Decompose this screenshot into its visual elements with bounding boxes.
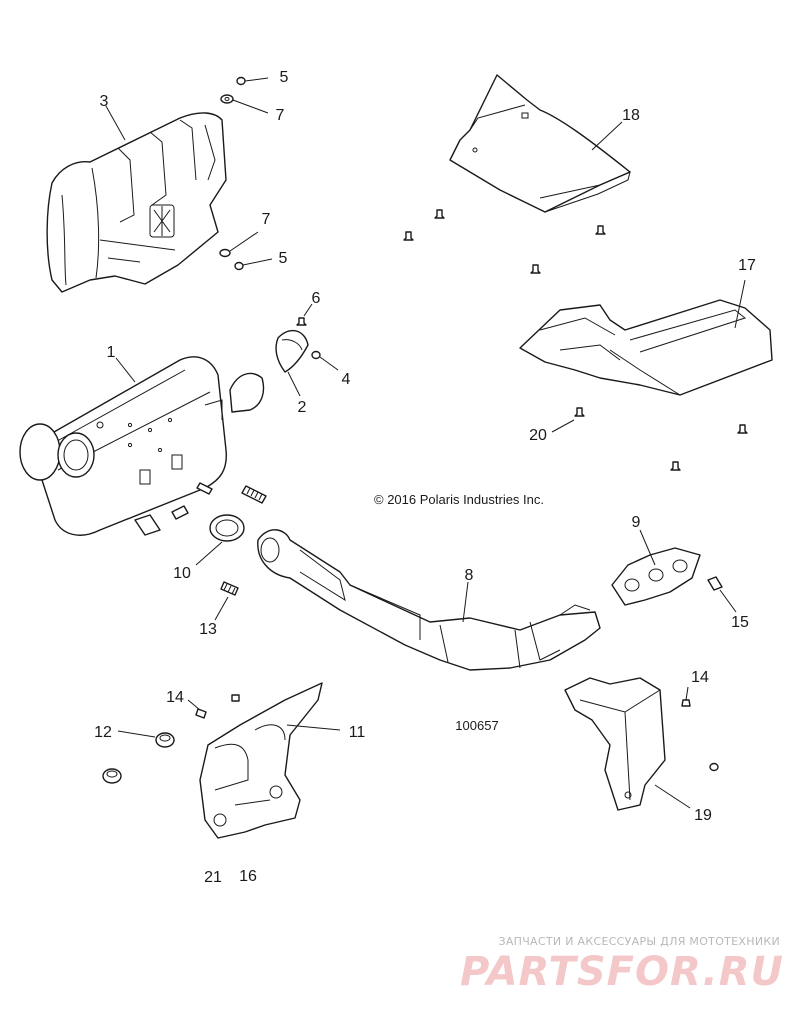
grommet-12 [117,730,175,748]
grommet-lower [102,768,122,784]
callout-21: 21 [204,869,222,886]
manifold-gasket-part-9 [611,529,701,606]
washer-7-top [220,94,269,114]
bracket-shield-part-11 [199,682,341,839]
drawing-number: 100657 [455,718,498,733]
callout-8: 8 [465,567,474,584]
callout-15: 15 [731,614,749,631]
bolt-19-lower [709,762,719,772]
bolt-5-top [236,76,269,86]
callout-1: 1 [107,344,116,361]
watermark-logo: PARTSFOR.RU [460,949,784,995]
callout-5-side: 5 [279,250,288,267]
callout-11: 11 [349,724,366,741]
copyright-notice: © 2016 Polaris Industries Inc. [374,492,544,507]
callout-19: 19 [694,807,712,824]
fastener-18-b [403,231,414,241]
spring-upper [241,485,267,504]
callout-7-top: 7 [276,107,285,124]
callout-16: 16 [239,868,257,885]
small-shield-part-2 [275,329,309,397]
callout-2: 2 [298,399,307,416]
bolt-14-right [681,686,691,707]
spring-mid [171,505,189,520]
callout-6: 6 [312,290,321,307]
bolt-14-left [187,699,207,719]
callout-9: 9 [632,514,641,531]
gasket-part-10 [195,514,245,566]
bolt-4 [311,350,339,371]
fastener-18-c [595,225,606,235]
callout-14-right: 14 [691,669,709,686]
callout-5-top: 5 [280,69,289,86]
fastener-20 [551,407,585,433]
fastener-18-d [530,264,541,274]
watermark-tagline: ЗАПЧАСТИ И АКСЕССУАРЫ ДЛЯ МОТОТЕХНИКИ [498,935,780,948]
callout-14-left: 14 [166,689,184,706]
callout-3: 3 [100,93,109,110]
callout-13: 13 [199,621,217,638]
heat-shield-part-18 [449,74,631,213]
callout-4: 4 [342,371,351,388]
callout-17: 17 [738,257,756,274]
washer-7-side [219,231,259,258]
bracket-shield-part-19 [564,677,691,811]
fastener-6 [296,303,313,326]
stud-part-15 [707,576,737,613]
callout-12: 12 [94,724,112,741]
spring-part-13 [214,581,239,621]
fastener-18-a [434,209,445,219]
callout-7-side: 7 [262,211,271,228]
fastener-17-b [670,461,681,471]
callout-10: 10 [173,565,191,582]
callout-18: 18 [622,107,640,124]
muffler-part-1 [19,356,265,536]
stud-muffler [196,482,213,495]
fastener-17-a [737,424,748,434]
bolt-14-left-b [231,694,240,702]
heat-shield-part-3 [46,112,227,293]
heat-shield-part-17 [519,279,773,396]
callout-20: 20 [529,427,547,444]
bolt-5-side [234,258,273,271]
leader-3 [105,105,126,141]
head-pipe-part-8 [257,529,601,671]
